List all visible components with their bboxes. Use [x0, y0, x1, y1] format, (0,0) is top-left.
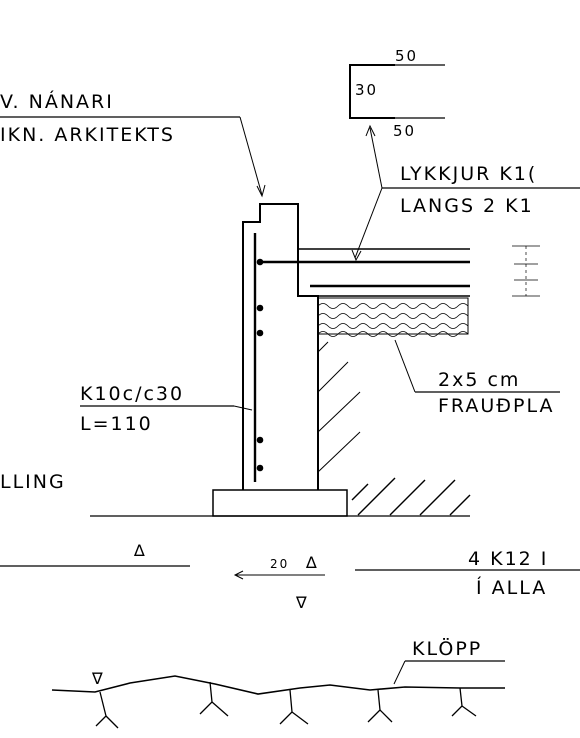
- insulation-band: [317, 245, 540, 337]
- rebar-line-2: LANGS 2 K1: [400, 195, 534, 217]
- bar-dot: [256, 258, 264, 266]
- foundation-wall: [90, 203, 471, 517]
- rebar-callout: LYKKJUR K1( LANGS 2 K1: [351, 124, 580, 262]
- note-line-2: IKN. ARKITEKTS: [0, 124, 175, 146]
- partial-left-label: LLING: [0, 471, 66, 493]
- dim-50-bottom: 50: [393, 122, 416, 140]
- level-triangle: ∆: [305, 553, 319, 572]
- small-dim: 20: [270, 557, 289, 571]
- bar-bend-sketch: 50 30 50: [349, 47, 445, 140]
- dim-50-top: 50: [395, 47, 418, 65]
- bottom-bars-line-1: 4 K12 I: [468, 548, 548, 570]
- rebar-line-1: LYKKJUR K1(: [400, 163, 537, 185]
- stirrup-line-2: L=110: [80, 413, 153, 435]
- bar-dot: [256, 436, 264, 444]
- insulation-callout: 2x5 cm FRAUÐPLA: [394, 339, 560, 417]
- bottom-bars-line-2: Í ALLA: [476, 576, 547, 599]
- level-triangle: ∆: [133, 541, 147, 560]
- architect-note: V. NÁNARI IKN. ARKITEKTS: [0, 90, 266, 198]
- bedrock: KLÖPP ∇: [51, 637, 505, 729]
- level-triangle: ∇: [295, 593, 309, 612]
- stirrup-line-1: K10c/c30: [80, 383, 184, 405]
- rock-label: KLÖPP: [412, 637, 482, 660]
- bar-dot: [256, 464, 264, 472]
- note-line-1: V. NÁNARI: [0, 90, 114, 113]
- bar-dot: [256, 304, 264, 312]
- bar-dot: [256, 329, 264, 337]
- insulation-line-1: 2x5 cm: [438, 369, 520, 391]
- lower-section: ∆ 20 ∆ ∇ 4 K12 I Í ALLA: [0, 541, 580, 612]
- dim-30: 30: [355, 81, 378, 99]
- stirrup-callout: K10c/c30 L=110: [80, 383, 253, 435]
- insulation-line-2: FRAUÐPLA: [438, 395, 554, 417]
- level-triangle: ∇: [91, 669, 105, 688]
